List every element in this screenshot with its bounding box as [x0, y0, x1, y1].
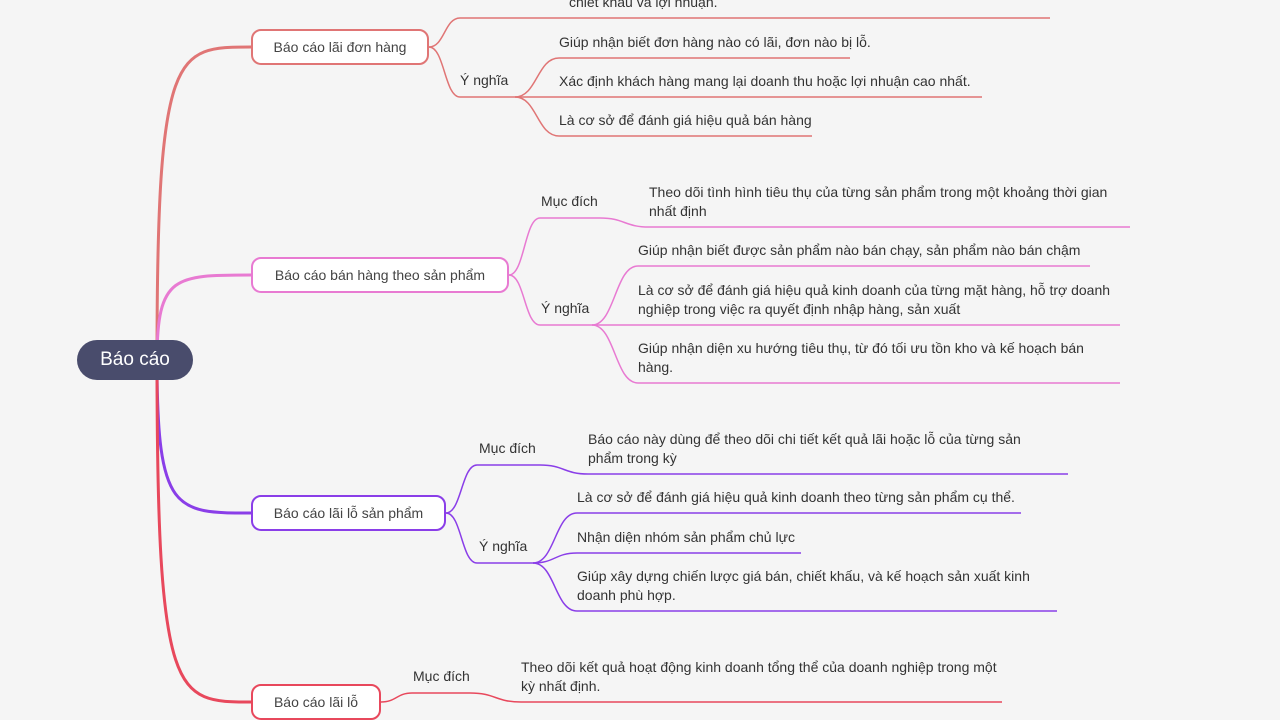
leaf-connector	[514, 57, 850, 98]
leaf-connector	[469, 692, 1002, 703]
leaf-text[interactable]: Là cơ sở để đánh giá hiệu quả kinh doanh…	[638, 282, 1111, 317]
root-node[interactable]: Báo cáo	[77, 340, 193, 380]
branch-node[interactable]: Báo cáo bán hàng theo sản phẩm	[251, 257, 509, 293]
branch-connector	[155, 273, 252, 361]
leaf-text[interactable]: Nhận diện nhóm sản phẩm chủ lực	[577, 529, 795, 545]
leaf-text[interactable]: Theo dõi kết quả hoạt động kinh doanh tổ…	[521, 659, 997, 694]
branch-connector	[155, 359, 252, 704]
leaf-text[interactable]: Giúp nhận diện xu hướng tiêu thụ, từ đó …	[638, 340, 1084, 375]
branch-node[interactable]: Báo cáo lãi đơn hàng	[251, 29, 429, 65]
branch-node[interactable]: Báo cáo lãi lỗ	[251, 684, 381, 720]
leaf-connector	[599, 217, 1130, 228]
leaf-text[interactable]: Theo dõi tình hình tiêu thụ của từng sản…	[649, 184, 1108, 219]
leaf-connector	[532, 552, 801, 564]
leaf-text[interactable]: Giúp nhận biết được sản phẩm nào bán chạ…	[638, 242, 1081, 258]
leaf-text[interactable]: Giúp xây dựng chiến lược giá bán, chiết …	[577, 568, 1030, 603]
leaf-connector	[532, 512, 1021, 564]
leaf-text[interactable]: Xác định khách hàng mang lại doanh thu h…	[559, 73, 971, 89]
group-label[interactable]: Mục đích	[413, 668, 470, 684]
group-label[interactable]: Ý nghĩa	[479, 538, 528, 554]
leaf-text[interactable]: Là cơ sở để đánh giá hiệu quả bán hàng	[559, 112, 812, 128]
leaf-text[interactable]: Báo cáo này dùng để theo dõi chi tiết kế…	[588, 431, 1021, 466]
group-connector	[428, 46, 515, 98]
leaf-connector	[539, 464, 1068, 475]
group-connector	[508, 217, 600, 276]
branch-connector	[155, 359, 252, 515]
leaf-text[interactable]: Giúp nhận biết đơn hàng nào có lãi, đơn …	[559, 34, 871, 50]
branch-connector	[155, 45, 252, 361]
group-label[interactable]: Ý nghĩa	[460, 72, 509, 88]
group-label[interactable]: Mục đích	[479, 440, 536, 456]
leaf-connector	[591, 324, 1120, 384]
leaf-text[interactable]: chiết khấu và lợi nhuận.	[569, 0, 718, 10]
group-connector	[445, 464, 540, 514]
group-connector	[428, 17, 560, 48]
group-label[interactable]: Mục đích	[541, 193, 598, 209]
leaf-connector	[591, 265, 1090, 326]
branch-node[interactable]: Báo cáo lãi lỗ sản phẩm	[251, 495, 446, 531]
leaf-connector	[532, 562, 1057, 612]
group-connector	[508, 274, 592, 326]
group-connector	[380, 692, 470, 703]
leaf-connector	[514, 96, 812, 137]
group-connector	[445, 512, 533, 564]
leaf-text[interactable]: Là cơ sở để đánh giá hiệu quả kinh doanh…	[577, 489, 1015, 505]
group-label[interactable]: Ý nghĩa	[541, 300, 590, 316]
